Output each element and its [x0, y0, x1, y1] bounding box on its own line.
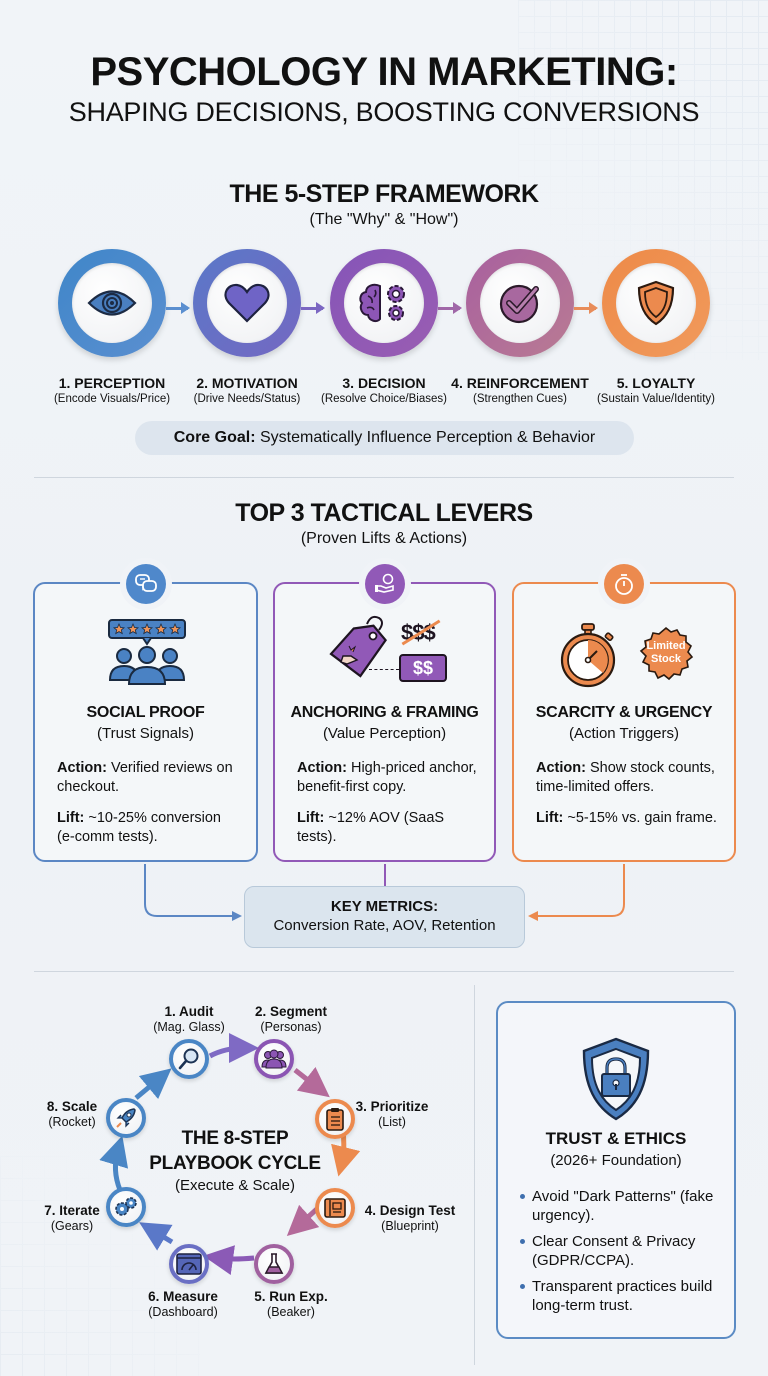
- core-goal-text: Systematically Influence Perception & Be…: [255, 429, 596, 446]
- cycle-step-prioritize: [315, 1099, 355, 1139]
- lever-lift: Lift: ~12% AOV (SaaS tests).: [297, 810, 449, 845]
- levers-title: TOP 3 TACTICAL LEVERS: [235, 499, 533, 527]
- metrics-connectors: [144, 864, 625, 921]
- key-metrics-box: KEY METRICS: Conversion Rate, AOV, Reten…: [244, 886, 525, 948]
- flow-arrow: [301, 302, 325, 314]
- framework-step-loyalty: [602, 249, 710, 357]
- section-divider: [34, 477, 734, 478]
- framework-step-perception: [58, 249, 166, 357]
- framework-step-label: 3. DECISION (Resolve Choice/Biases): [321, 375, 447, 405]
- background-grid: [0, 1156, 200, 1376]
- trust-bullet: Avoid "Dark Patterns" (fake urgency).: [518, 1187, 724, 1225]
- framework-subtitle: (The "Why" & "How"): [309, 211, 459, 228]
- shield-lock-icon: [582, 1037, 650, 1121]
- levers-subtitle: (Proven Lifts & Actions): [300, 530, 468, 547]
- framework-step-label: 1. PERCEPTION (Encode Visuals/Price): [53, 375, 171, 405]
- cycle-label: 7. Iterate(Gears): [44, 1203, 100, 1233]
- page-title: PSYCHOLOGY IN MARKETING:: [90, 50, 678, 94]
- lever-subtitle: (Trust Signals): [97, 725, 194, 742]
- lever-title: SOCIAL PROOF: [86, 704, 205, 721]
- framework-step-label: 4. REINFORCEMENT (Strengthen Cues): [451, 375, 589, 405]
- eye-icon: [87, 290, 137, 316]
- playbook-title: THE 8-STEP PLAYBOOK CYCLE (Execute & Sca…: [149, 1128, 321, 1194]
- cycle-label: 1. Audit(Mag. Glass): [153, 1004, 225, 1034]
- flow-arrow: [166, 302, 190, 314]
- cycle-step-run-exp: [254, 1244, 294, 1284]
- lever-action: Action: High-priced anchor, benefit-firs…: [297, 760, 481, 795]
- trust-bullets: Avoid "Dark Patterns" (fake urgency). Cl…: [518, 1187, 724, 1322]
- framework-step-decision: [330, 249, 438, 357]
- cycle-step-segment: [254, 1039, 294, 1079]
- cycle-label: 2. Segment(Personas): [254, 1004, 328, 1034]
- cycle-step-design-test: [315, 1188, 355, 1228]
- key-metrics-values: Conversion Rate, AOV, Retention: [273, 917, 496, 934]
- column-divider: [474, 985, 475, 1365]
- beaker-icon: [264, 1253, 284, 1274]
- lever-subtitle: (Value Perception): [322, 725, 447, 742]
- brain-gears-icon: [359, 283, 405, 323]
- lever-subtitle: (Action Triggers): [568, 725, 680, 742]
- new-price: $$: [399, 654, 447, 682]
- flow-arrow: [438, 302, 462, 314]
- reviews-group-icon: [108, 619, 186, 685]
- limited-stock-seal: Limited Stock: [638, 626, 694, 682]
- stopwatch-icon: [560, 623, 616, 688]
- lever-action: Action: Show stock counts, time-limited …: [536, 760, 719, 795]
- framework-title: THE 5-STEP FRAMEWORK: [229, 180, 540, 208]
- heart-icon: [224, 283, 270, 323]
- lever-card-anchoring: $$$ $$ ANCHORING & FRAMING (Value Percep…: [273, 564, 496, 862]
- lever-title: ANCHORING & FRAMING: [290, 704, 479, 721]
- cycle-arrows: [99, 1033, 361, 1275]
- cycle-label: 4. Design Test(Blueprint): [364, 1203, 456, 1233]
- chat-bubbles-icon: [125, 564, 166, 604]
- framework-step-label: 5. LOYALTY (Sustain Value/Identity): [596, 375, 716, 405]
- gears-icon: [115, 1197, 137, 1216]
- price-tag-icon: [329, 615, 388, 678]
- framework-step-reinforcement: [466, 249, 574, 357]
- cycle-step-audit: [169, 1039, 209, 1079]
- personas-icon: [261, 1049, 287, 1069]
- lever-lift: Lift: ~5-15% vs. gain frame.: [536, 810, 717, 826]
- clipboard-list-icon: [326, 1108, 344, 1131]
- section-divider: [34, 971, 734, 972]
- trust-ethics-card: TRUST & ETHICS (2026+ Foundation) Avoid …: [496, 1001, 736, 1339]
- dashed-connector: [369, 669, 399, 670]
- dashboard-icon: [176, 1253, 202, 1275]
- cycle-label: 5. Run Exp.(Beaker): [254, 1289, 328, 1319]
- lever-card-scarcity: Limited Stock SCARCITY & URGENCY (Action…: [512, 564, 736, 862]
- cycle-step-measure: [169, 1244, 209, 1284]
- check-circle-icon: [499, 284, 539, 324]
- lever-title: SCARCITY & URGENCY: [535, 704, 713, 721]
- blueprint-icon: [324, 1198, 346, 1218]
- core-goal-label: Core Goal:: [173, 429, 256, 446]
- lever-lift: Lift: ~10-25% conversion (e-comm tests).: [57, 810, 226, 845]
- hand-money-icon: [364, 564, 405, 604]
- page-subtitle: SHAPING DECISIONS, BOOSTING CONVERSIONS: [68, 97, 700, 127]
- cycle-step-scale: [106, 1098, 146, 1138]
- key-metrics-title: KEY METRICS:: [330, 898, 439, 915]
- trust-bullet: Clear Consent & Privacy (GDPR/CCPA).: [518, 1232, 724, 1270]
- flow-arrow: [574, 302, 598, 314]
- lever-action: Action: Verified reviews on checkout.: [57, 760, 237, 795]
- framework-step-motivation: [193, 249, 301, 357]
- stopwatch-icon: [604, 564, 644, 604]
- shield-icon: [637, 280, 675, 326]
- cycle-label: 6. Measure(Dashboard): [148, 1289, 218, 1319]
- cycle-label: 3. Prioritize(List): [355, 1099, 429, 1129]
- trust-bullet: Transparent practices build long-term tr…: [518, 1277, 724, 1315]
- core-goal-pill: Core Goal: Systematically Influence Perc…: [135, 421, 634, 455]
- cycle-step-iterate: [106, 1187, 146, 1227]
- trust-title: TRUST & ETHICS: [545, 1129, 687, 1148]
- framework-step-label: 2. MOTIVATION (Drive Needs/Status): [193, 375, 301, 405]
- cycle-label: 8. Scale(Rocket): [46, 1099, 98, 1129]
- trust-subtitle: (2026+ Foundation): [550, 1152, 682, 1169]
- lever-card-social-proof: SOCIAL PROOF (Trust Signals) Action: Ver…: [33, 564, 258, 862]
- magnifying-glass-icon: [178, 1048, 199, 1070]
- rocket-icon: [116, 1108, 136, 1128]
